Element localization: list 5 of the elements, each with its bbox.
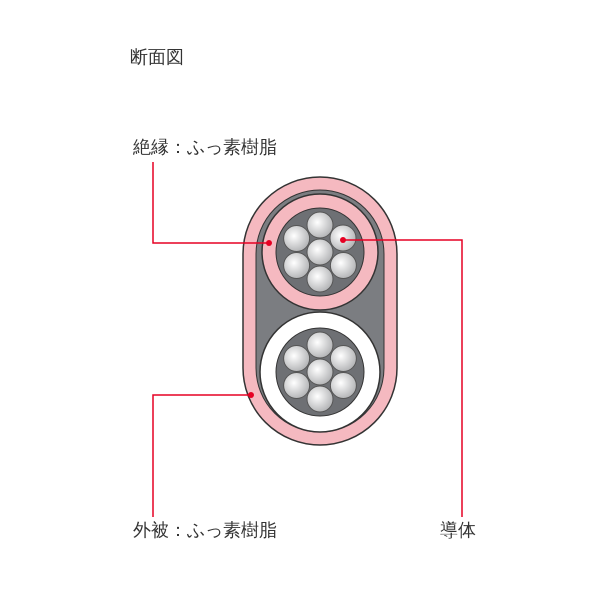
leader-line — [152, 162, 272, 246]
leader-line — [152, 392, 254, 517]
title: 断面図 — [130, 46, 184, 70]
conductor-strand — [330, 224, 356, 252]
leader-line — [340, 237, 463, 517]
